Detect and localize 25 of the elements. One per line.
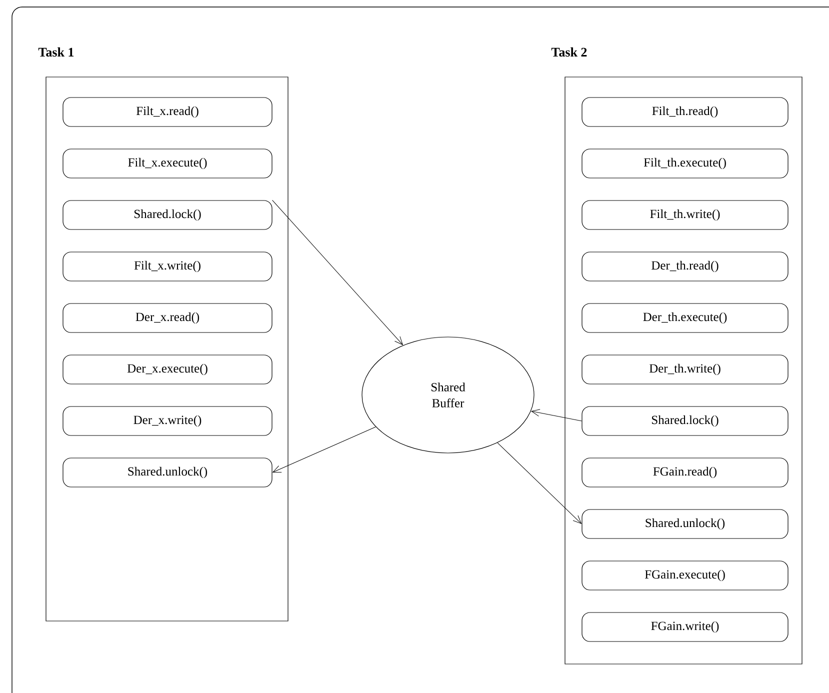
- method-box: Filt_th.write(): [582, 200, 788, 230]
- method-box: Der_x.execute(): [62, 354, 272, 384]
- arrow: [497, 442, 582, 524]
- arrow: [272, 200, 403, 345]
- method-box: Der_th.read(): [582, 252, 788, 282]
- arrow: [531, 409, 582, 422]
- method-box: Shared.lock(): [582, 406, 788, 436]
- method-box: FGain.write(): [582, 612, 788, 642]
- method-box: Filt_th.execute(): [582, 148, 788, 178]
- method-box: Filt_th.read(): [582, 97, 788, 127]
- method-box: Der_th.execute(): [582, 303, 788, 333]
- method-box: Filt_x.read(): [62, 97, 272, 127]
- method-box: FGain.read(): [582, 458, 788, 488]
- method-box: FGain.execute(): [582, 560, 788, 590]
- node-label: Task 1: [38, 47, 74, 57]
- method-box: Der_x.read(): [62, 303, 272, 333]
- method-box: Shared.unlock(): [582, 509, 788, 539]
- arrow: [272, 426, 376, 472]
- method-box: Der_x.write(): [62, 406, 272, 436]
- method-box: Der_th.write(): [582, 354, 788, 384]
- node-label: Task 2: [551, 47, 587, 57]
- method-box: Filt_x.write(): [62, 252, 272, 282]
- method-box: Shared.unlock(): [62, 458, 272, 488]
- method-box: Shared.lock(): [62, 200, 272, 230]
- method-box: Filt_x.execute(): [62, 148, 272, 178]
